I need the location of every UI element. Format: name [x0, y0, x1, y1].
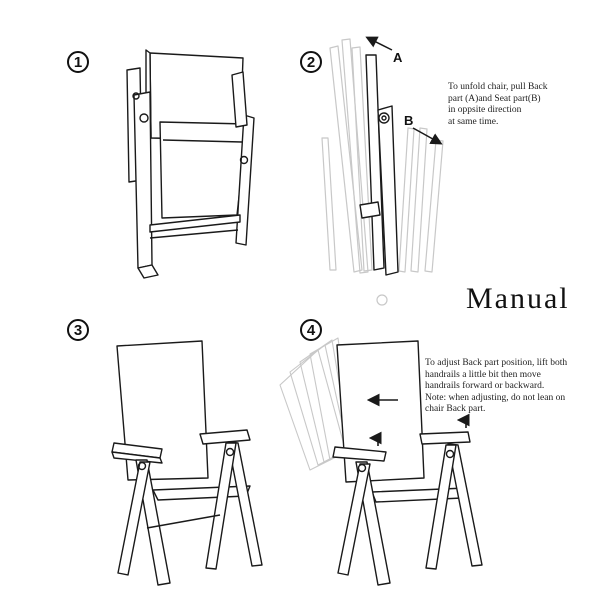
- step-1-number: 1: [67, 51, 89, 73]
- step-2-label-b: B: [404, 113, 414, 128]
- step-4-adjust-chair: [279, 337, 483, 586]
- step-4-number: 4: [300, 319, 322, 341]
- step-2-note-line: at same time.: [448, 116, 499, 127]
- step-2-note: To unfold chair, pull Back part (A)and S…: [448, 82, 547, 128]
- step-4-note-line: Note: when adjusting, do not lean on: [425, 392, 566, 403]
- step-2-note-line: part (A)and Seat part(B): [448, 93, 541, 104]
- step-2-label-a: A: [393, 50, 403, 65]
- step-2-unfolding-chair: [321, 36, 444, 306]
- step-4-note-line: To adjust Back part position, lift both: [425, 358, 568, 368]
- step-4-note: To adjust Back part position, lift both …: [425, 358, 567, 416]
- step-1-folded-chair: [126, 49, 255, 279]
- step-4-note-line: chair Back part.: [425, 404, 486, 414]
- step-2-number: 2: [300, 51, 322, 73]
- step-3-number: 3: [67, 319, 89, 341]
- manual-title: Manual: [466, 282, 570, 315]
- step-4-note-line: handrails a little bit then move: [425, 369, 541, 380]
- step-3-open-chair: [111, 340, 263, 586]
- step-4-note-line: handrails forward or backward.: [425, 381, 545, 391]
- step-2-note-line: in oppsite direction: [448, 105, 522, 115]
- step-2-note-line: To unfold chair, pull Back: [448, 82, 548, 92]
